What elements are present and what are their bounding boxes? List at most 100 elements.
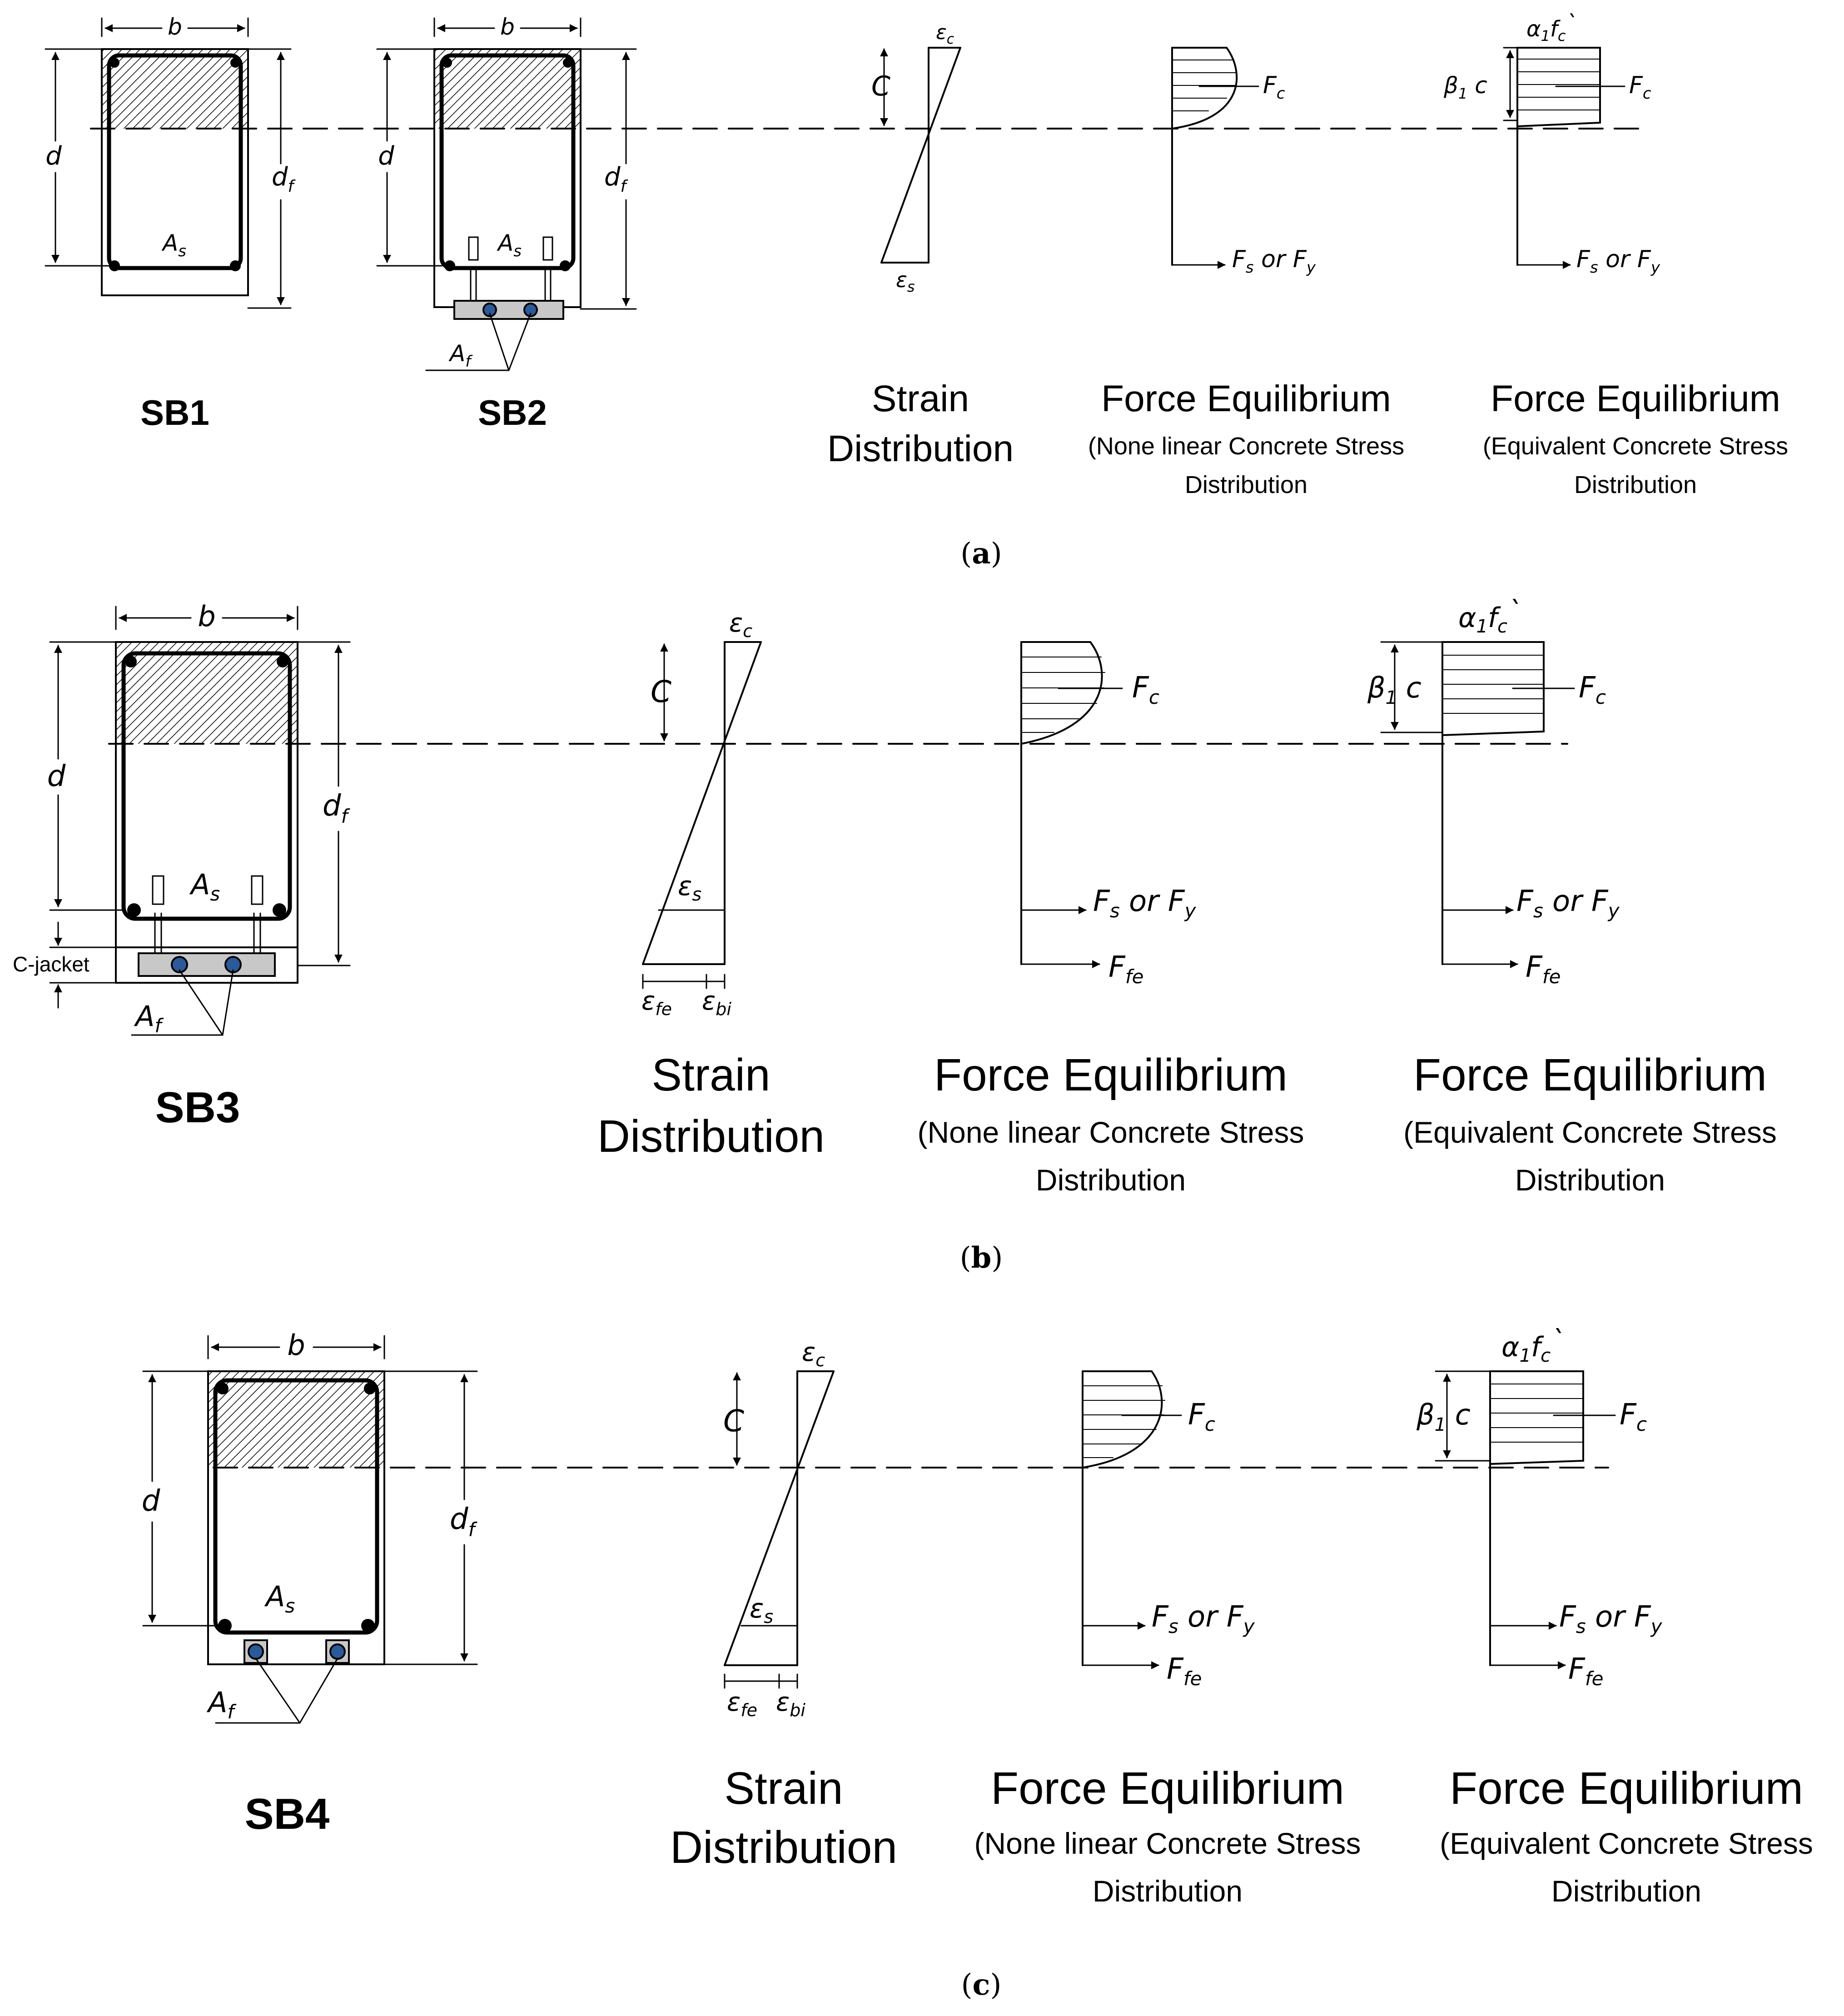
sb2-section: [376, 17, 637, 371]
df-label: df: [450, 1503, 478, 1541]
strain-caption: Distribution: [597, 1111, 825, 1162]
panel-c: b d df As Af SB4 εc C εs εfe εbi Strain …: [142, 1325, 1813, 2002]
fs-fy-label: Fs or Fy: [1516, 885, 1620, 922]
epsilon-fe-label: εfe: [727, 1687, 757, 1720]
nonlinear-caption: (None linear Concrete Stress: [917, 1115, 1304, 1149]
epsilon-bi-label: εbi: [776, 1687, 805, 1720]
as-label: As: [264, 1580, 295, 1617]
fc-label: Fc: [1620, 1398, 1647, 1435]
fc-label: Fc: [1579, 671, 1606, 708]
equivalent-caption: (Equivalent Concrete Stress: [1440, 1827, 1813, 1860]
ffe-label: Ffe: [1568, 1653, 1603, 1690]
dist-caption: Distribution: [1185, 471, 1307, 498]
af-label: Af: [448, 340, 473, 371]
panel-label-a: (a): [960, 537, 1002, 571]
sb1-section: [45, 17, 292, 309]
strain-caption: Strain: [651, 1050, 770, 1100]
d-label: d: [47, 760, 66, 793]
frp-plate: [453, 300, 564, 320]
af-label: Af: [134, 1000, 164, 1037]
af-label: Af: [206, 1686, 237, 1723]
strain-caption: Distribution: [670, 1822, 897, 1873]
fs-fy-label: Fs or Fy: [1152, 1600, 1255, 1638]
as-label: As: [189, 868, 220, 905]
epsilon-c-label: εc: [802, 1338, 825, 1370]
dist-caption: Distribution: [1551, 1874, 1701, 1908]
d-label: d: [45, 141, 62, 171]
d-label: d: [378, 141, 394, 171]
ffe-label: Ffe: [1108, 951, 1143, 988]
fs-fy-label: Fs or Fy: [1232, 246, 1316, 277]
epsilon-s-label: εs: [750, 1593, 773, 1628]
epsilon-c-label: εc: [936, 21, 954, 47]
b-label: b: [198, 600, 215, 633]
nonlinear-caption: (None linear Concrete Stress: [974, 1827, 1361, 1860]
fs-fy-label: Fs or Fy: [1559, 1600, 1663, 1638]
as-label: As: [161, 230, 186, 260]
force-title: Force Equilibrium: [1450, 1763, 1803, 1814]
dist-caption: Distribution: [1574, 471, 1697, 498]
nonlinear-caption: (None linear Concrete Stress: [1088, 433, 1404, 460]
strain-diagram: [642, 641, 762, 989]
dist-caption: Distribution: [1515, 1163, 1665, 1197]
force-title: Force Equilibrium: [1413, 1050, 1767, 1100]
beta-c-label: β1 c: [1443, 72, 1487, 102]
d-label: d: [142, 1484, 160, 1518]
sb1-label: SB1: [140, 393, 209, 433]
dist-caption: Distribution: [1093, 1874, 1243, 1908]
nonlinear-stress-diagram: [1171, 47, 1259, 269]
c-depth-label: C: [723, 1404, 744, 1439]
epsilon-c-label: εc: [729, 608, 752, 641]
sb3-section: [49, 606, 351, 1036]
strain-caption: Strain: [724, 1763, 843, 1814]
strain-diagram: [880, 47, 961, 264]
df-label: df: [604, 162, 629, 196]
nonlinear-stress-diagram: [1082, 1370, 1182, 1669]
nonlinear-stress-diagram: [1020, 641, 1123, 968]
df-label: df: [323, 789, 351, 827]
force-title: Force Equilibrium: [1491, 378, 1780, 419]
epsilon-bi-label: εbi: [702, 986, 731, 1019]
equivalent-caption: (Equivalent Concrete Stress: [1483, 433, 1788, 460]
beta-c-label: β1 c: [1367, 671, 1422, 708]
ffe-label: Ffe: [1167, 1653, 1202, 1690]
sb4-section: [142, 1335, 478, 1724]
frp-bar: [523, 303, 538, 317]
alpha-fc-label: α1fc`: [1458, 596, 1521, 637]
equivalent-stress-diagram: [1503, 47, 1625, 269]
b-label: b: [500, 14, 515, 40]
df-label: df: [272, 162, 296, 196]
strain-caption: Distribution: [827, 428, 1014, 469]
fs-fy-label: Fs or Fy: [1093, 885, 1197, 922]
fs-fy-label: Fs or Fy: [1576, 246, 1660, 277]
as-label: As: [497, 230, 522, 260]
strain-caption: Strain: [872, 378, 969, 419]
c-depth-label: C: [651, 674, 671, 709]
frp-bar: [482, 303, 497, 317]
fc-label: Fc: [1629, 72, 1651, 103]
equivalent-stress-diagram: [1435, 1370, 1616, 1669]
c-jacket-label: C-jacket: [13, 952, 89, 976]
alpha-fc-label: α1fc`: [1501, 1325, 1564, 1366]
sb3-label: SB3: [155, 1083, 240, 1132]
beta-c-label: β1 c: [1416, 1398, 1471, 1435]
force-title: Force Equilibrium: [991, 1763, 1344, 1814]
panel-label-b: (b): [960, 1241, 1003, 1275]
b-label: b: [168, 14, 182, 40]
panel-label-c: (c): [961, 1968, 1002, 2002]
force-title: Force Equilibrium: [1101, 378, 1391, 419]
panel-b: b d df As C-jacket Af SB3 εc C εs εfe εb…: [13, 596, 1777, 1275]
epsilon-fe-label: εfe: [641, 986, 672, 1019]
fc-label: Fc: [1188, 1398, 1215, 1435]
b-label: b: [287, 1329, 305, 1362]
equivalent-stress-diagram: [1380, 641, 1575, 968]
sb4-label: SB4: [245, 1790, 330, 1838]
force-title: Force Equilibrium: [934, 1050, 1287, 1100]
epsilon-s-label: εs: [678, 871, 701, 905]
epsilon-s-label: εs: [896, 268, 915, 295]
c-depth-label: C: [871, 70, 890, 102]
fc-label: Fc: [1132, 671, 1159, 708]
panel-a: b d df As SB1: [45, 11, 1788, 571]
compression-zone-hatch: [102, 49, 248, 129]
